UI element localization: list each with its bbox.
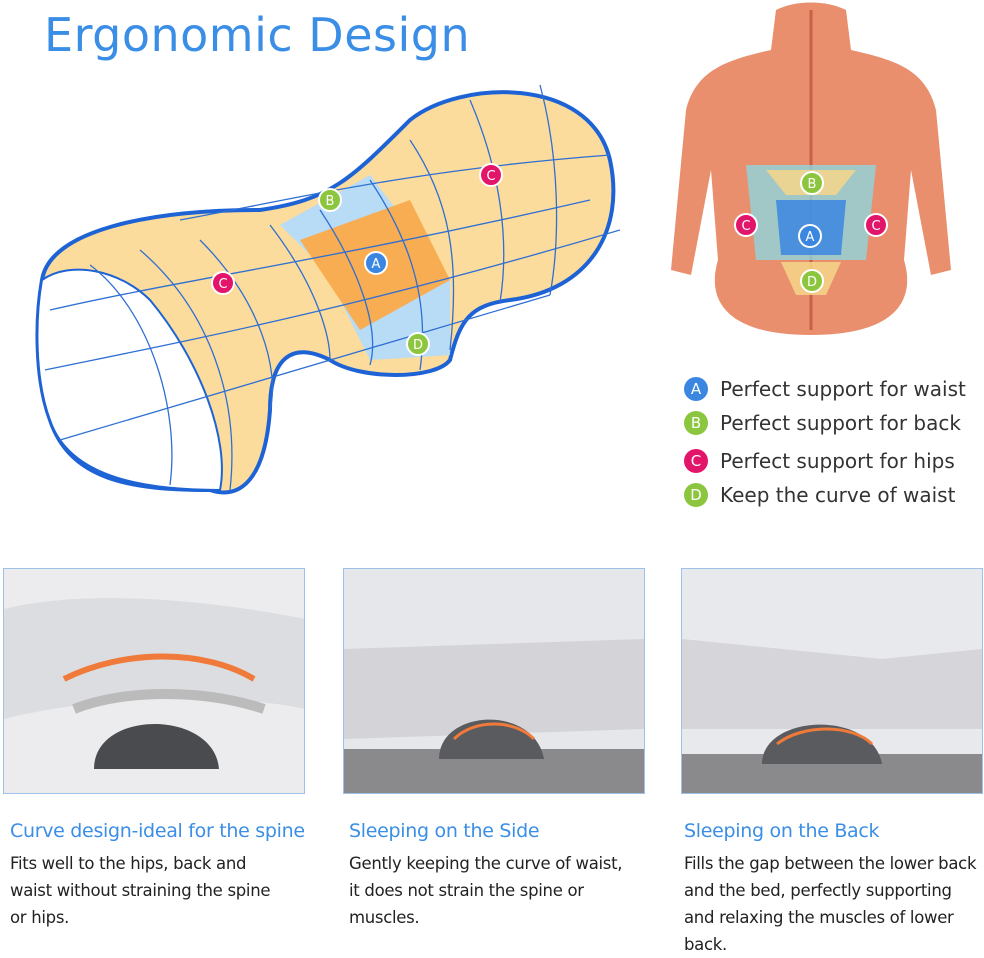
pillow-diagram: B C A C D [35,84,620,495]
legend-text: Perfect support for back [720,411,961,435]
panel-text: Gently keeping the curve of waist, it do… [349,854,623,927]
marker-C-icon: C [211,271,235,295]
marker-C-icon: C [864,213,888,237]
panel-text: Fills the gap between the lower back and… [684,854,977,954]
side-sleeping-photo [343,568,645,794]
back-sleeping-photo [681,568,983,794]
svg-text:D: D [807,275,817,290]
back-muscle-illustration: B C A C D [671,2,951,335]
legend-item: B Perfect support for back [684,406,966,440]
svg-text:B: B [326,194,335,209]
svg-text:D: D [413,338,423,353]
marker-A-icon: A [364,251,388,275]
marker-C-icon: C [684,449,708,473]
legend-text: Keep the curve of waist [720,483,956,507]
panel-heading: Sleeping on the Back [684,820,880,842]
svg-text:A: A [372,257,381,272]
marker-C-icon: C [479,163,503,187]
panel-heading: Sleeping on the Side [349,820,540,842]
legend-text: Perfect support for waist [720,377,966,401]
panel-text: Fits well to the hips, back and waist wi… [10,854,271,927]
svg-text:C: C [218,277,227,292]
spine-curve-photo [3,568,305,794]
marker-D-icon: D [684,483,708,507]
panel-heading: Curve design-ideal for the spine [10,820,305,842]
marker-D-icon: D [406,332,430,356]
legend-item: C Perfect support for hips [684,444,966,478]
svg-text:C: C [486,169,495,184]
legend-item: A Perfect support for waist [684,372,966,406]
legend-text: Perfect support for hips [720,449,955,473]
svg-text:C: C [741,219,750,234]
svg-text:C: C [871,219,880,234]
legend-item: D Keep the curve of waist [684,478,966,512]
svg-text:A: A [806,230,815,245]
marker-C-icon: C [734,213,758,237]
marker-A-icon: A [684,377,708,401]
legend: A Perfect support for waist B Perfect supp… [684,372,966,512]
marker-B-icon: B [684,411,708,435]
marker-B-icon: B [800,171,824,195]
page-title: Ergonomic Design [44,8,471,62]
svg-text:B: B [808,177,817,192]
marker-D-icon: D [800,269,824,293]
marker-B-icon: B [318,188,342,212]
marker-A-icon: A [798,224,822,248]
